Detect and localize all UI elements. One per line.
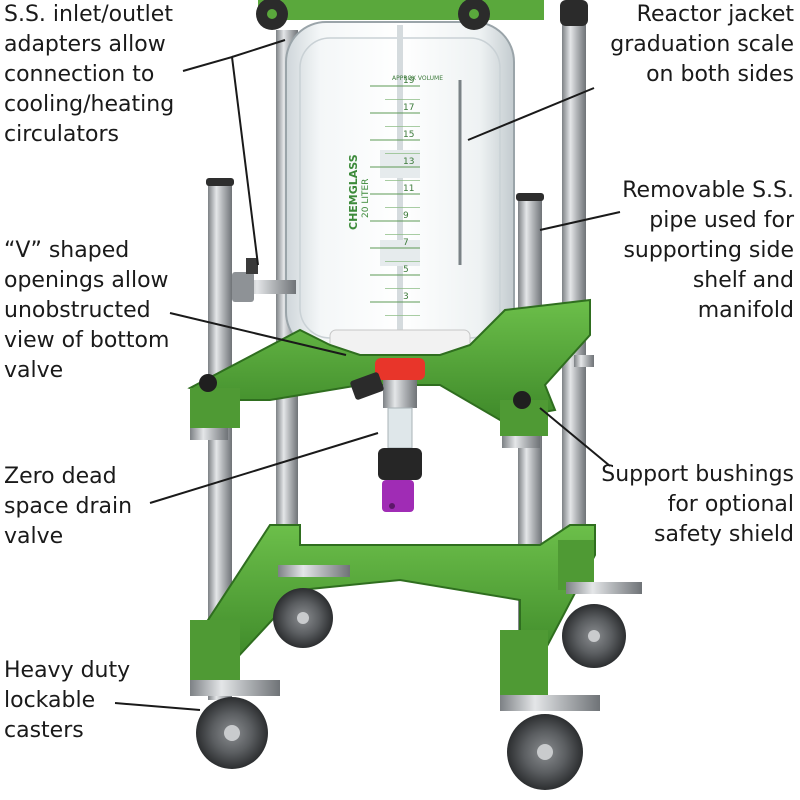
label-v-openings-line: openings allow [4,268,169,293]
bottom-drain-valve [350,358,425,512]
label-casters: Heavy duty lockable casters [4,656,130,746]
scale-number: 3 [403,292,409,302]
scale-number: 15 [403,130,414,140]
label-casters-line: casters [4,718,84,743]
leader-bushings [539,407,611,467]
label-bushings-line: Support bushings [601,462,794,487]
label-bushings-line: safety shield [654,522,794,547]
label-v-openings: “V” shaped openings allow unobstructed view… [4,236,169,386]
lid-clamp [258,0,544,20]
label-v-openings-line: valve [4,358,64,383]
brand-text: CHEMGLASS [347,154,360,230]
label-drain-valve: Zero dead space drain valve [4,462,132,552]
label-pipe-line: pipe used for [649,208,794,233]
scale-number: 5 [403,265,409,275]
leader-drain-valve [149,432,379,504]
support-bushing-left [190,428,228,440]
caster-rear-left [273,565,350,648]
scale-number: 17 [403,103,414,113]
label-adapters-line: adapters allow [4,32,166,57]
caster-rear-right [562,582,642,668]
leader-adapters-2 [231,39,286,58]
label-adapters-line: circulators [4,122,119,147]
scale-number: 13 [403,157,414,167]
caster-front-left [190,680,280,769]
label-pipe-line: supporting side [623,238,794,263]
caster-front-right [500,695,600,790]
leader-casters [114,702,201,711]
label-v-openings-line: view of bottom [4,328,170,353]
label-casters-line: lockable [4,688,96,713]
leader-v-openings [169,312,347,356]
label-graduation-line: graduation scale [610,32,794,57]
label-graduation-line: on both sides [646,62,794,87]
label-graduation-line: Reactor jacket [636,2,794,27]
label-drain-valve-line: Zero dead [4,464,117,489]
label-bushings: Support bushings for optional safety shiel… [601,460,794,550]
rear-right-post [562,20,586,540]
label-adapters-line: connection to [4,62,155,87]
rear-right-post-cap [560,0,588,26]
leader-pipe [539,211,621,231]
label-pipe-line: manifold [697,298,794,323]
scale-number: 19 [403,76,415,86]
label-pipe-line: shelf and [692,268,794,293]
label-adapters-line: cooling/heating [4,92,175,117]
scale-number: 7 [403,238,409,248]
graduation-scale: 19 17 15 13 11 9 7 5 3 [370,76,420,316]
label-drain-valve-line: space drain [4,494,133,519]
glass-reactor-vessel [285,21,515,353]
label-casters-line: Heavy duty [4,658,131,683]
label-graduation: Reactor jacket graduation scale on both si… [610,0,794,90]
leader-graduation [467,87,595,141]
volume-text: 20 LITER [361,179,371,218]
label-pipe-line: Removable S.S. [622,178,794,203]
label-v-openings-line: “V” shaped [4,238,130,263]
label-bushings-line: for optional [667,492,794,517]
scale-number: 11 [403,184,414,194]
label-pipe: Removable S.S. pipe used for supporting si… [622,176,794,326]
leader-lines [114,39,621,711]
scale-number: 9 [403,211,409,221]
label-v-openings-line: unobstructed [4,298,151,323]
base-frame [194,524,596,661]
scale-title: APPROX VOLUME [392,75,443,82]
support-bushing-right [502,436,540,448]
label-adapters-line: S.S. inlet/outlet [4,2,173,27]
label-adapters: S.S. inlet/outlet adapters allow connectio… [4,0,174,150]
label-drain-valve-line: valve [4,524,64,549]
inlet-outlet-adapter [232,258,296,302]
